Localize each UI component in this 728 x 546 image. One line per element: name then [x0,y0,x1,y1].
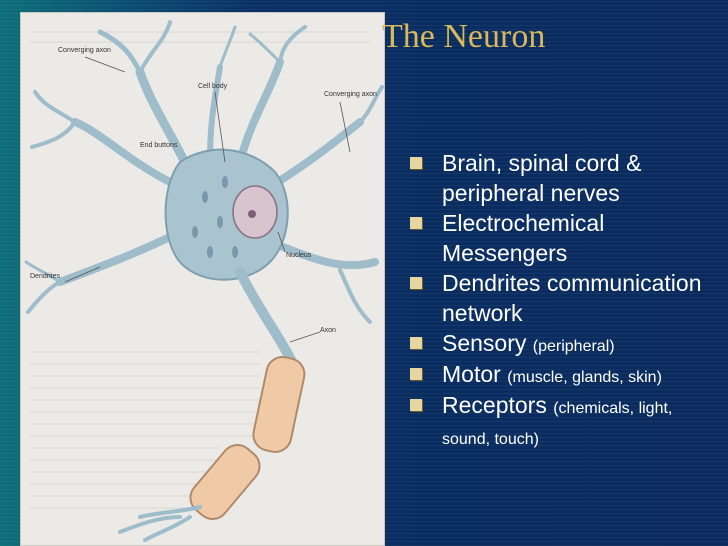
label-converging-axon-left: Converging axon [58,47,111,54]
bullet-text: Dendrites communication network [442,270,702,326]
bullet-square-icon [410,277,422,289]
bullet-item: Dendrites communication network [410,268,702,328]
bullet-text: Brain, spinal cord & peripheral nerves [442,150,642,206]
bullet-item: Motor (muscle, glands, skin) [410,359,702,390]
bullet-square-icon [410,337,422,349]
bullet-square-icon [410,399,422,411]
myelin-sheath-1 [252,356,306,453]
bullet-text: Motor [442,361,501,387]
neuron-diagram: Converging axon Cell body Converging axo… [24,20,384,542]
bullet-item: Brain, spinal cord & peripheral nerves [410,148,702,208]
bullet-text: Sensory [442,330,527,356]
axon-terminals [118,505,202,542]
bullet-square-icon [410,157,422,169]
cell-body [164,148,289,281]
bullet-text: Electrochemical Messengers [442,210,605,266]
bullet-square-icon [410,217,422,229]
label-axon: Axon [320,327,336,334]
label-nucleus: Nucleus [286,252,312,259]
bullet-text: Receptors [442,392,547,418]
label-cell-body: Cell body [198,83,228,90]
dendrites-branches [24,20,384,324]
bullet-item: Sensory (peripheral) [410,328,702,359]
label-dendrites: Dendrites [30,273,60,280]
bullet-list: Brain, spinal cord & peripheral nerves E… [410,148,702,452]
label-end-buttons: End buttons [140,142,178,149]
axon [235,267,297,367]
bullet-note: (chemicals, light, sound, touch) [442,400,673,448]
bullet-square-icon [410,368,422,380]
bullet-note: (peripheral) [532,338,615,355]
neuron-illustration: Converging axon Cell body Converging axo… [20,12,385,546]
bullet-item: Electrochemical Messengers [410,208,702,268]
bullet-item: Receptors (chemicals, light, sound, touc… [410,390,702,452]
label-converging-axon-right: Converging axon [324,91,377,98]
myelin-sheath-2 [189,444,261,520]
slide-title: The Neuron [382,18,546,55]
bullet-note: (muscle, glands, skin) [507,369,662,386]
